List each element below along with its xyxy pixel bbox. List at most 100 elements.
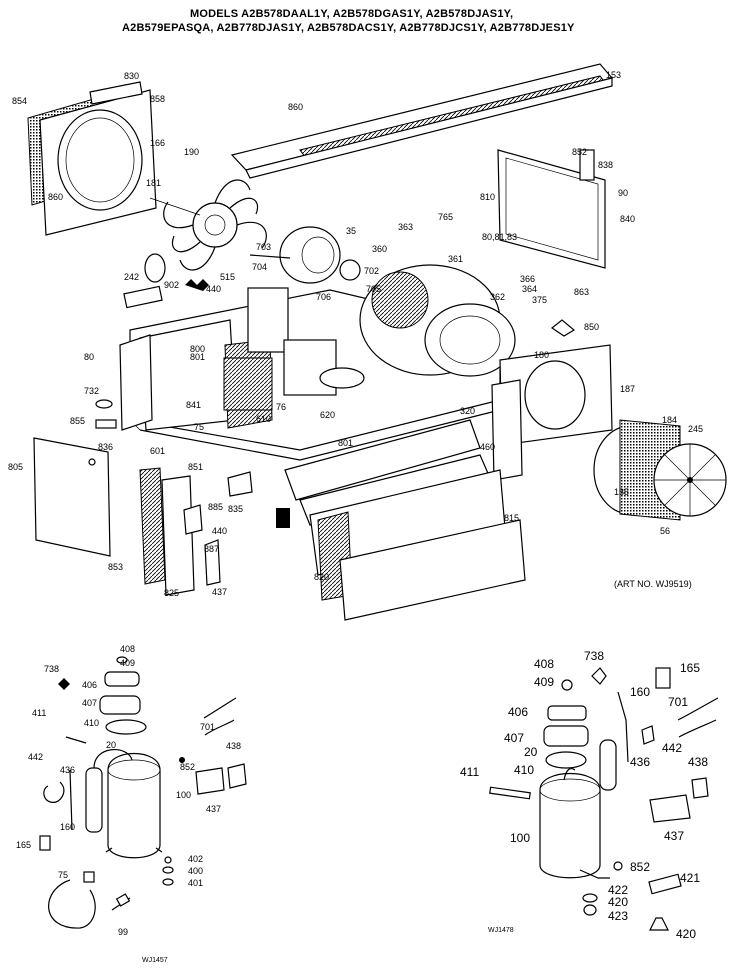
label-835: 835 <box>228 504 243 514</box>
label-75: 75 <box>194 422 204 432</box>
label-815: 815 <box>504 513 519 523</box>
left-label-20: 20 <box>106 740 116 750</box>
left-label-437: 437 <box>206 804 221 814</box>
right-label-408: 408 <box>534 657 554 671</box>
small-parts-left <box>123 253 209 309</box>
label-245: 245 <box>688 424 703 434</box>
label-515: 515 <box>220 272 235 282</box>
label-35: 35 <box>346 226 356 236</box>
right-label-422: 422 <box>608 883 628 897</box>
right-label-406: 406 <box>508 705 528 719</box>
label-887: 887 <box>204 544 219 554</box>
label-841: 841 <box>186 400 201 410</box>
label-190: 190 <box>184 147 199 157</box>
label-180: 180 <box>534 350 549 360</box>
label-840: 840 <box>620 214 635 224</box>
label-361: 361 <box>448 254 463 264</box>
right-label-160: 160 <box>630 685 650 699</box>
label-853: 853 <box>108 562 123 572</box>
models-title-line-2: A2B579EPASQA, A2B778DJAS1Y, A2B578DACS1Y… <box>122 22 575 34</box>
left-label-165: 165 <box>16 840 31 850</box>
left-label-75: 75 <box>58 870 68 880</box>
label-166: 166 <box>150 138 165 148</box>
label-855: 855 <box>70 416 85 426</box>
label-610: 610 <box>256 414 271 424</box>
label-80: 80 <box>84 352 94 362</box>
left-label-442: 442 <box>28 752 43 762</box>
right-label-411: 411 <box>460 765 479 779</box>
label-181: 181 <box>146 178 161 188</box>
right-label-421: 421 <box>680 871 700 885</box>
left-label-411: 411 <box>32 708 46 718</box>
right-label-420b: 420 <box>676 927 696 941</box>
label-362: 362 <box>490 292 505 302</box>
left-label-436: 436 <box>60 765 75 775</box>
side-panel-810 <box>497 149 606 269</box>
label-820: 820 <box>314 572 329 582</box>
label-851: 851 <box>188 462 203 472</box>
label-185: 185 <box>614 487 629 497</box>
right-label-420: 420 <box>608 895 628 909</box>
label-620: 620 <box>320 410 335 420</box>
right-label-407: 407 <box>504 731 524 745</box>
label-805: 805 <box>8 462 23 472</box>
small-brackets <box>88 319 576 586</box>
right-label-438: 438 <box>688 755 708 769</box>
label-460: 460 <box>480 442 495 452</box>
label-440: 440 <box>206 284 221 294</box>
label-705: 705 <box>366 284 381 294</box>
right-label-437: 437 <box>664 829 684 843</box>
right-label-701: 701 <box>668 695 688 709</box>
left-label-407: 407 <box>82 698 97 708</box>
right-label-410: 410 <box>514 763 534 777</box>
right-label-20: 20 <box>524 745 538 759</box>
label-56: 56 <box>660 526 670 536</box>
label-801b: 801 <box>190 352 205 362</box>
left-label-438: 438 <box>226 741 241 751</box>
label-80-81-83: 80,81,83 <box>482 232 517 242</box>
label-360: 360 <box>372 244 387 254</box>
fan-motor-35 <box>249 226 361 284</box>
left-callout-labels: 408 409 738 406 407 410 411 20 442 436 1… <box>16 644 241 964</box>
right-label-423: 423 <box>608 909 628 923</box>
label-320: 320 <box>460 406 475 416</box>
label-366: 366 <box>520 274 535 284</box>
condenser-grille-854 <box>27 81 157 236</box>
right-label-409: 409 <box>534 675 554 689</box>
label-860b: 860 <box>48 192 63 202</box>
label-830: 830 <box>124 71 139 81</box>
label-810: 810 <box>480 192 495 202</box>
label-601: 601 <box>150 446 165 456</box>
orifice-panel-187 <box>491 344 613 481</box>
main-callout-labels: 830 854 858 166 153 860 190 181 860 242 … <box>8 70 703 598</box>
left-label-100: 100 <box>176 790 191 800</box>
label-187: 187 <box>620 384 635 394</box>
label-902: 902 <box>164 280 179 290</box>
left-label-410: 410 <box>84 718 99 728</box>
label-863: 863 <box>574 287 589 297</box>
label-702: 702 <box>364 266 379 276</box>
top-cover-860 <box>230 63 614 179</box>
left-label-409: 409 <box>120 658 135 668</box>
left-label-400: 400 <box>188 866 203 876</box>
label-184: 184 <box>662 415 677 425</box>
label-76: 76 <box>276 402 286 412</box>
left-label-738: 738 <box>44 664 59 674</box>
label-704: 704 <box>252 262 267 272</box>
label-854: 854 <box>12 96 27 106</box>
label-838: 838 <box>598 160 613 170</box>
label-440b: 440 <box>212 526 227 536</box>
models-title-line-1: MODELS A2B578DAAL1Y, A2B578DGAS1Y, A2B57… <box>190 8 514 20</box>
right-label-442: 442 <box>662 741 682 755</box>
right-drawing-code: WJ1478 <box>488 927 514 934</box>
control-panel-assembly <box>223 287 365 411</box>
label-437: 437 <box>212 587 227 597</box>
label-363: 363 <box>398 222 413 232</box>
label-800: 800 <box>190 344 205 354</box>
blower-housing-180 <box>359 264 516 377</box>
right-compressor-assembly <box>489 667 719 931</box>
label-706: 706 <box>316 292 331 302</box>
left-label-701: 701 <box>200 722 215 732</box>
left-label-852: 852 <box>180 762 195 772</box>
